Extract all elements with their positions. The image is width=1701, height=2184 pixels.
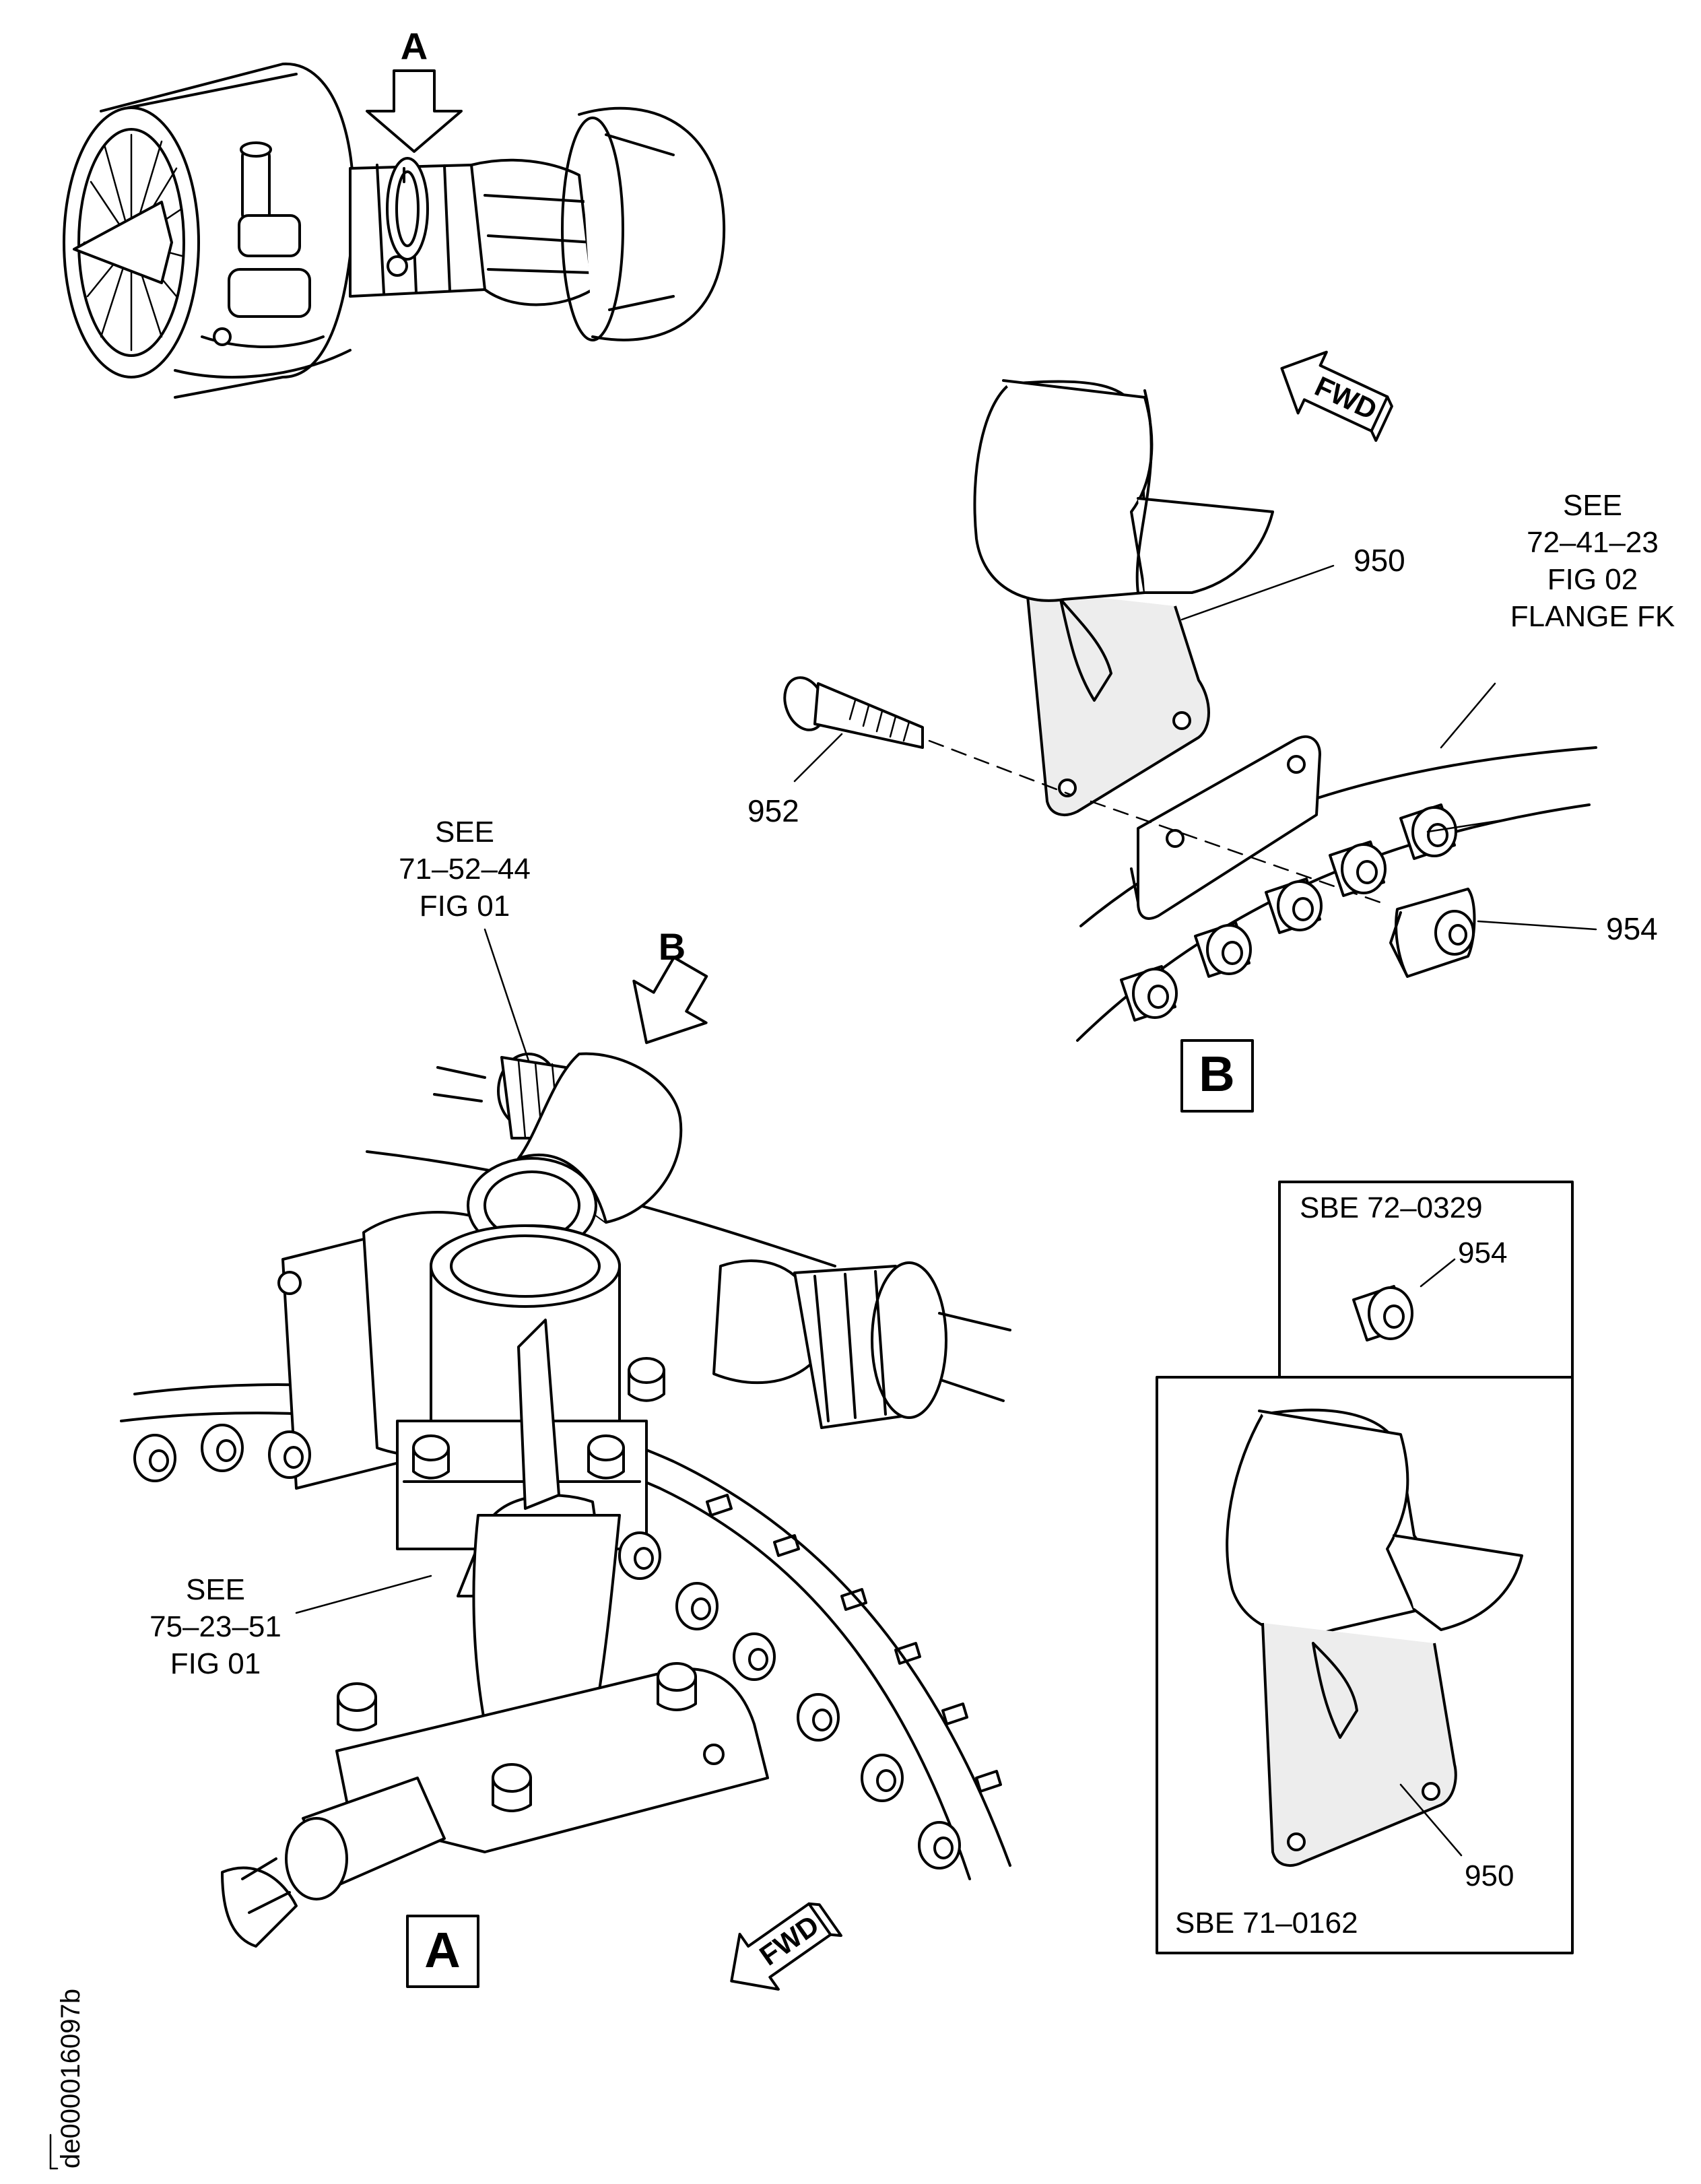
inset-sbe-72-0329: SBE 72–0329 954 xyxy=(1278,1181,1574,1379)
inset-sbe-71-0162: 950 SBE 71–0162 xyxy=(1156,1376,1574,1954)
callout-950: 950 xyxy=(1354,543,1405,578)
bolt-952 xyxy=(783,676,924,749)
mounting-studs xyxy=(412,1357,665,1480)
view-a-box xyxy=(406,1915,479,1988)
view-a-box-label: A xyxy=(424,1922,460,1978)
view-b-box-label: B xyxy=(1199,1046,1234,1102)
see-72-41-23-reference: SEE 72–41–23 FIG 02 FLANGE FK xyxy=(1510,489,1675,633)
clip-nut-954 xyxy=(1389,888,1476,978)
inset-callout-950: 950 xyxy=(1465,1859,1514,1892)
svg-text:FLANGE FK: FLANGE FK xyxy=(1510,600,1675,633)
view-b-arrow xyxy=(632,956,708,1045)
callout-952: 952 xyxy=(747,793,799,828)
flange-nuts xyxy=(1120,803,1457,1022)
inset-nut-954 xyxy=(1352,1285,1413,1342)
svg-text:FIG 02: FIG 02 xyxy=(1547,563,1638,596)
base-studs xyxy=(337,1662,697,1812)
see-75-23-51-reference: SEE 75–23–51 FIG 01 xyxy=(149,1573,281,1680)
view-a-arrow-label: A xyxy=(401,25,428,67)
inset-top-title: SBE 72–0329 xyxy=(1300,1191,1483,1224)
svg-text:71–52–44: 71–52–44 xyxy=(399,853,531,886)
figure-id: de000016097b xyxy=(49,1989,86,2170)
see-71-52-44-reference: SEE 71–52–44 FIG 01 xyxy=(399,816,531,923)
svg-text:FIG 01: FIG 01 xyxy=(420,890,510,923)
view-b-arrow-label: B xyxy=(659,925,686,968)
fwd-arrow-b: FWD xyxy=(1280,350,1393,442)
flange-bolts-row xyxy=(133,1424,961,1869)
svg-text:de000016097b: de000016097b xyxy=(56,1989,86,2169)
view-a-arrow: A xyxy=(366,25,463,153)
svg-text:72–41–23: 72–41–23 xyxy=(1527,526,1659,559)
fwd-arrow-a: FWD xyxy=(730,1902,842,1991)
svg-text:75–23–51: 75–23–51 xyxy=(149,1610,281,1643)
view-a-illustration: B FWD A xyxy=(120,925,1011,1991)
view-b-illustration: FWD xyxy=(783,350,1597,1113)
inset-callout-954: 954 xyxy=(1458,1236,1507,1269)
inset-bottom-title: SBE 71–0162 xyxy=(1175,1907,1358,1940)
svg-text:FIG 01: FIG 01 xyxy=(170,1647,261,1680)
view-b-box xyxy=(1180,1039,1254,1113)
callout-954: 954 xyxy=(1606,911,1658,946)
svg-text:SEE: SEE xyxy=(186,1573,245,1606)
svg-text:SEE: SEE xyxy=(1563,489,1622,522)
engine-overview xyxy=(63,62,726,399)
outer-ring-studs xyxy=(706,1494,1002,1793)
svg-text:SEE: SEE xyxy=(435,816,494,849)
